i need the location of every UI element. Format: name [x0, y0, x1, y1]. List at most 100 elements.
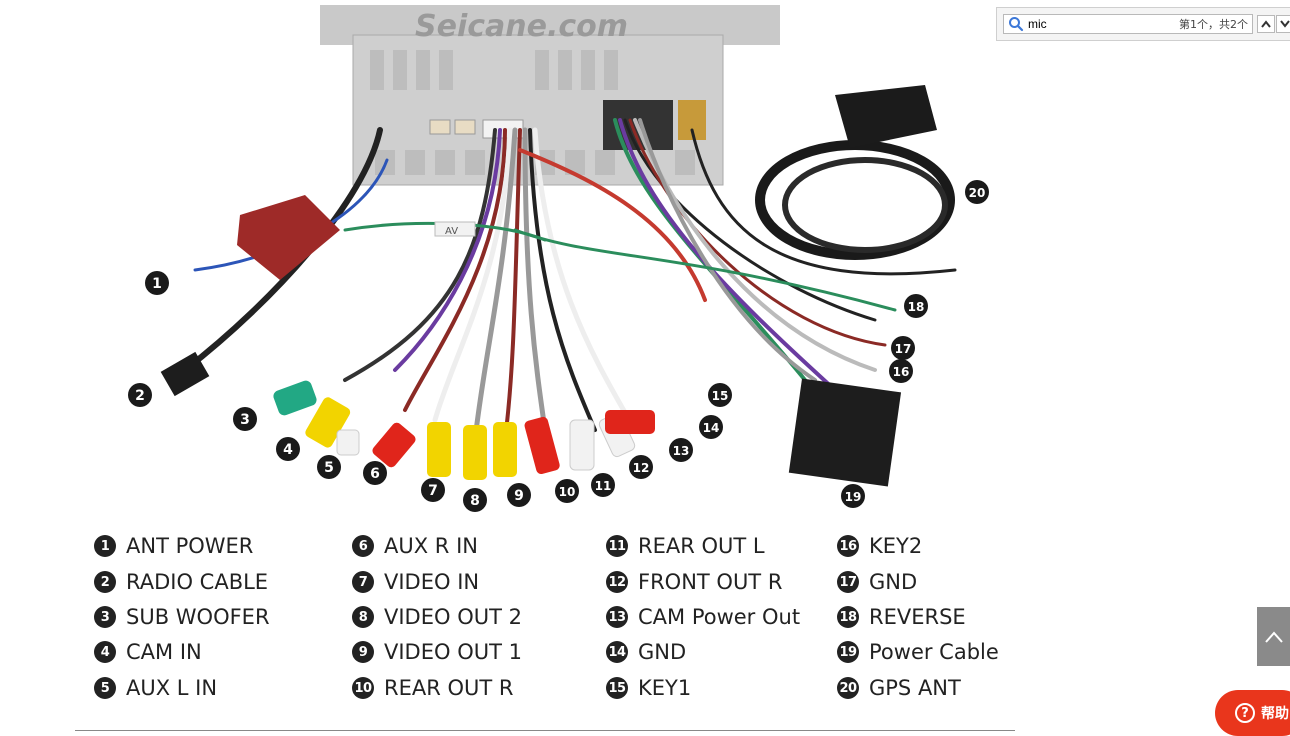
callout-circle — [555, 479, 579, 503]
legend-number-badge: 1 — [94, 535, 116, 557]
legend-item: 2 RADIO CABLE — [94, 570, 268, 594]
help-button[interactable]: ? 帮助 — [1215, 690, 1290, 736]
gps-antenna — [755, 85, 955, 260]
callout-circle — [965, 180, 989, 204]
callout-circle — [463, 488, 487, 512]
legend-label: VIDEO IN — [384, 570, 480, 594]
callout-marker: 9 — [507, 483, 531, 507]
search-icon — [1009, 17, 1024, 32]
callout-marker: 3 — [233, 407, 257, 431]
callout-number: 10 — [559, 485, 576, 499]
callout-circle — [128, 383, 152, 407]
callout-circle — [276, 437, 300, 461]
legend-label: AUX L IN — [126, 676, 218, 700]
callout-number: 6 — [370, 466, 380, 482]
callout-number: 12 — [633, 461, 650, 475]
callout-circle — [421, 478, 445, 502]
legend-label: Power Cable — [869, 640, 999, 664]
legend-number-badge: 3 — [94, 606, 116, 628]
legend-label: GPS ANT — [869, 676, 961, 700]
callout-number: 3 — [240, 412, 250, 428]
callout-marker: 7 — [421, 478, 445, 502]
scroll-to-top-button[interactable] — [1257, 607, 1290, 666]
legend-label: REAR OUT R — [384, 676, 514, 700]
callout-number: 4 — [283, 442, 293, 458]
chevron-up-icon — [1261, 20, 1271, 28]
find-next-button[interactable] — [1276, 15, 1290, 33]
legend-label: REVERSE — [869, 605, 966, 629]
callout-marker: 5 — [317, 455, 341, 479]
find-bar: 第1个，共2个 — [996, 7, 1290, 41]
callout-number: 13 — [673, 444, 690, 458]
callout-circle — [507, 483, 531, 507]
callout-circle — [904, 294, 928, 318]
callout-number: 15 — [712, 389, 729, 403]
help-label: 帮助 — [1261, 706, 1289, 722]
callout-number: 11 — [595, 479, 612, 493]
find-field[interactable]: 第1个，共2个 — [1003, 14, 1253, 34]
legend-item: 11 REAR OUT L — [606, 534, 765, 558]
legend-number-badge: 20 — [837, 677, 859, 699]
callout-marker: 11 — [591, 473, 615, 497]
legend-number-badge: 19 — [837, 641, 859, 663]
legend-item: 6 AUX R IN — [352, 534, 478, 558]
legend-label: AUX R IN — [384, 534, 478, 558]
callout-number: 19 — [845, 490, 862, 504]
callout-number: 14 — [703, 421, 720, 435]
callout-number: 1 — [152, 276, 162, 292]
callout-circle — [145, 271, 169, 295]
legend-number-badge: 12 — [606, 571, 628, 593]
legend-label: RADIO CABLE — [126, 570, 269, 594]
callout-number: 7 — [428, 483, 438, 499]
callout-number: 5 — [324, 460, 334, 476]
find-match-count: 第1个，共2个 — [1179, 18, 1248, 31]
callout-marker: 20 — [965, 180, 989, 204]
callout-circle — [233, 407, 257, 431]
find-input[interactable] — [1025, 16, 1168, 32]
legend-item: 10 REAR OUT R — [352, 676, 514, 700]
power-connector — [788, 378, 902, 487]
callout-marker: 13 — [669, 438, 693, 462]
legend-item: 7 VIDEO IN — [352, 570, 479, 594]
callout-marker: 15 — [708, 383, 732, 407]
callout-marker: 12 — [629, 455, 653, 479]
callout-marker: 14 — [699, 415, 723, 439]
legend-number-badge: 10 — [352, 677, 374, 699]
legend-divider — [75, 730, 1015, 731]
legend-number-badge: 9 — [352, 641, 374, 663]
callout-marker: 8 — [463, 488, 487, 512]
legend-number-badge: 5 — [94, 677, 116, 699]
callout-marker: 4 — [276, 437, 300, 461]
callout-marker: 17 — [891, 336, 915, 360]
callout-marker: 6 — [363, 461, 387, 485]
chevron-down-icon — [1280, 20, 1290, 28]
legend-number-badge: 7 — [352, 571, 374, 593]
legend-number-badge: 2 — [94, 571, 116, 593]
callout-marker: 1 — [145, 271, 169, 295]
caret-up-icon — [1264, 630, 1283, 643]
callout-number: 8 — [470, 493, 480, 509]
legend-label: SUB WOOFER — [126, 605, 270, 629]
legend-number-badge: 11 — [606, 535, 628, 557]
callout-number: 20 — [969, 186, 986, 200]
legend-number-badge: 13 — [606, 606, 628, 628]
callout-circle — [889, 359, 913, 383]
legend-label: REAR OUT L — [638, 534, 765, 558]
legend-item: 5 AUX L IN — [94, 676, 217, 700]
legend-label: GND — [869, 570, 918, 594]
legend-label: KEY2 — [869, 534, 923, 558]
find-previous-button[interactable] — [1257, 15, 1275, 33]
callout-marker: 16 — [889, 359, 913, 383]
legend-number-badge: 6 — [352, 535, 374, 557]
